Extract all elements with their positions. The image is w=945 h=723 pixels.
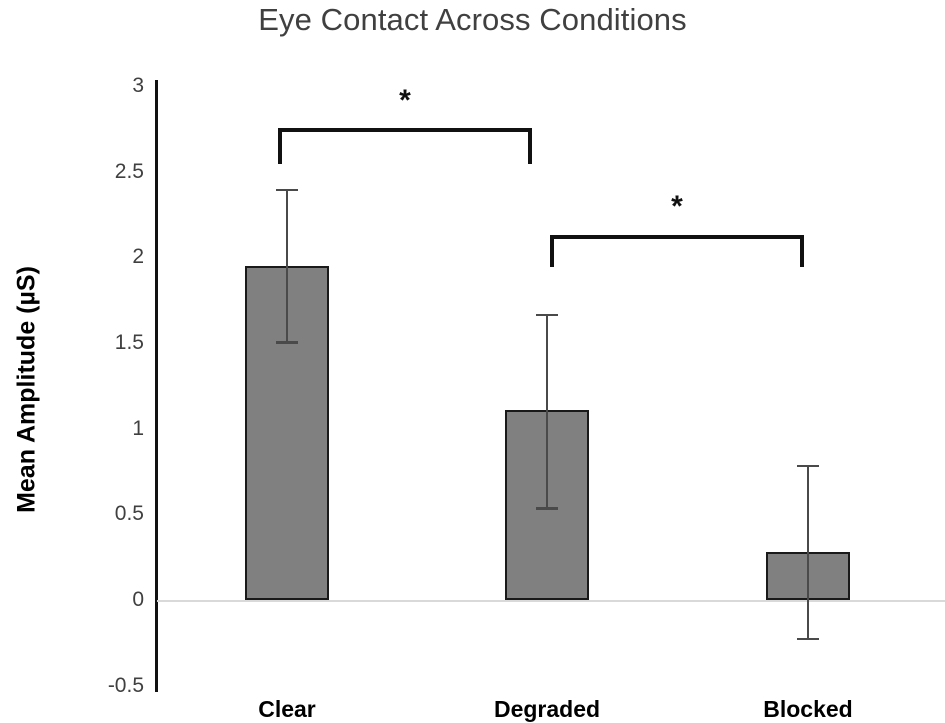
bar-chart-figure: Eye Contact Across Conditions Mean Ampli… <box>12 0 945 722</box>
y-axis-ticks: 3 2.5 2 1.5 1 0.5 0 -0.5 <box>82 0 144 698</box>
category-label-clear: Clear <box>258 696 316 722</box>
y-axis-label: Mean Amplitude (µS) <box>12 266 41 513</box>
chart-title: Eye Contact Across Conditions <box>258 2 687 37</box>
y-tick-label: 1 <box>132 416 144 440</box>
plot-area: Clear Degraded Blocked * * <box>157 80 945 722</box>
error-bar-cap-lower-degraded <box>536 507 558 510</box>
error-bar-blocked <box>807 464 809 638</box>
error-bar-cap-upper-clear <box>276 188 298 192</box>
category-label-blocked: Blocked <box>763 696 853 722</box>
zero-baseline <box>157 600 945 602</box>
error-bar-cap-upper-blocked <box>797 464 819 468</box>
category-label-degraded: Degraded <box>493 696 601 722</box>
error-bar-cap-lower-clear <box>276 341 298 344</box>
y-tick-label: 0 <box>132 588 144 611</box>
significance-bracket-degraded-blocked-star: * <box>671 190 683 223</box>
y-axis-line <box>155 80 158 692</box>
significance-bracket-clear-degraded <box>278 128 532 164</box>
y-tick-label: 1.5 <box>114 331 144 355</box>
error-bar-clear <box>286 188 288 342</box>
y-tick-label: -0.5 <box>107 673 144 697</box>
error-bar-cap-lower-blocked <box>797 637 819 641</box>
significance-bracket-clear-degraded-star: * <box>399 84 411 117</box>
y-tick-label: 3 <box>132 74 144 98</box>
error-bar-cap-upper-degraded <box>536 313 558 317</box>
y-tick-label: 2.5 <box>114 159 144 183</box>
error-bar-degraded <box>546 313 548 508</box>
y-tick-label: 0.5 <box>114 502 144 526</box>
significance-bracket-degraded-blocked <box>550 235 804 267</box>
y-tick-label: 2 <box>132 245 144 269</box>
